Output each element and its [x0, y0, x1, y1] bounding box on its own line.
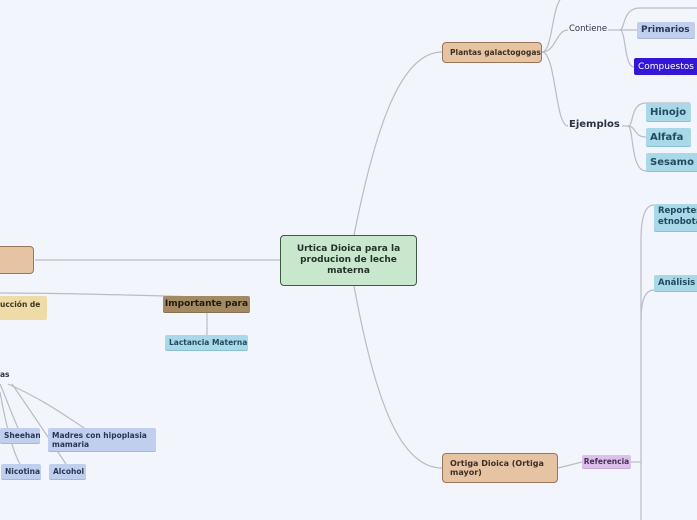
analisis-node[interactable]: Análisis: [654, 275, 697, 291]
link-ortiga-referencia: [557, 461, 583, 469]
reduccion-node[interactable]: ucción de: [0, 296, 47, 320]
nicotina-node[interactable]: Nicotina: [1, 464, 41, 479]
nicotina-text: Nicotina: [5, 467, 41, 476]
lactancia-materna-node[interactable]: Lactancia Materna: [165, 335, 248, 350]
link-plantas-contiene: [541, 29, 569, 53]
primarios-text: Primarios: [641, 25, 690, 35]
link-ejemplos-alfafa: [627, 125, 647, 138]
alcohol-text: Alcohol: [53, 467, 85, 476]
alfafa-node[interactable]: Alfafa: [646, 128, 691, 146]
plantas-galactogogas-node[interactable]: Plantas galactogogas: [442, 42, 542, 63]
central-topic-text: Urtica Dioica para la producion de leche…: [296, 244, 401, 276]
link-left-sheehan: [0, 383, 19, 429]
compuestos-text: Compuestos q: [638, 61, 697, 72]
ortiga-dioica-node[interactable]: Ortiga Dioica (Ortiga mayor): [442, 453, 558, 483]
importante-para-node[interactable]: Importante para: [163, 296, 250, 312]
reduccion-text: ucción de: [0, 300, 41, 309]
referencia-text: Referencia: [583, 457, 630, 466]
link-contiene-compuestos: [619, 29, 635, 68]
hinojo-node[interactable]: Hinojo: [646, 103, 691, 121]
link-referencia-analisis: [640, 289, 697, 321]
link-plantas-top: [541, 0, 561, 53]
referencia-node[interactable]: Referencia: [582, 455, 631, 468]
madres-hipoplasia-text: Madres con hipoplasia mamaria: [52, 430, 147, 449]
link-central-ortiga: [353, 285, 443, 469]
left-main-node[interactable]: [0, 246, 34, 274]
hinojo-text: Hinojo: [650, 106, 687, 118]
ortiga-dioica-text: Ortiga Dioica (Ortiga mayor): [450, 459, 544, 477]
compuestos-node[interactable]: Compuestos q: [634, 58, 697, 75]
link-ejemplos-hinojo: [627, 102, 690, 127]
link-left-alcohol: [11, 383, 67, 465]
left-partial-label[interactable]: as: [0, 370, 10, 379]
link-plantas-ejemplos: [541, 51, 569, 127]
sesamo-node[interactable]: Sesamo: [646, 153, 697, 171]
sesamo-text: Sesamo: [650, 156, 694, 168]
alfafa-text: Alfafa: [650, 131, 684, 143]
alcohol-node[interactable]: Alcohol: [49, 464, 86, 479]
central-topic[interactable]: Urtica Dioica para la producion de leche…: [280, 235, 417, 286]
sheehan-node[interactable]: Sheehan: [0, 428, 40, 443]
importante-para-text: Importante para: [164, 299, 249, 309]
reportes-node[interactable]: Reportes etnobota: [654, 204, 697, 231]
plantas-galactogogas-text: Plantas galactogogas: [450, 48, 541, 57]
reportes-text: Reportes etnobota: [658, 206, 697, 227]
contiene-label[interactable]: Contiene: [569, 24, 608, 34]
primarios-node[interactable]: Primarios: [637, 22, 695, 38]
madres-hipoplasia-node[interactable]: Madres con hipoplasia mamaria: [48, 428, 156, 451]
link-contiene-top: [619, 7, 697, 31]
ejemplos-label[interactable]: Ejemplos: [569, 119, 620, 130]
lactancia-materna-text: Lactancia Materna: [169, 338, 248, 347]
sheehan-text: Sheehan: [4, 431, 40, 440]
link-left-madres: [7, 383, 85, 429]
link-central-plantas: [353, 51, 443, 236]
link-referencia-reportes: [640, 204, 655, 462]
analisis-text: Análisis: [658, 278, 696, 288]
link-ejemplos-sesamo: [627, 125, 697, 172]
